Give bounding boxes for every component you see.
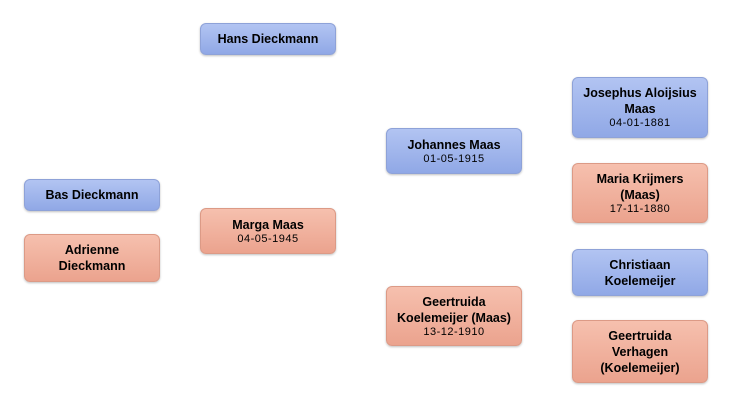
person-josephus-maas[interactable]: Josephus Aloijsius Maas 04-01-1881	[572, 77, 708, 138]
person-name: Marga Maas	[232, 217, 304, 232]
person-name: Christiaan Koelemeijer	[604, 257, 676, 288]
person-geertruida-koelemeijer[interactable]: Geertruida Koelemeijer (Maas) 13-12-1910	[386, 286, 522, 346]
person-name: Adrienne Dieckmann	[58, 243, 126, 273]
person-date: 01-05-1915	[423, 152, 485, 165]
person-date: 04-01-1881	[609, 117, 671, 129]
person-name: Bas Dieckmann	[45, 188, 139, 202]
person-geertruida-verhagen[interactable]: Geertruida Verhagen (Koelemeijer)	[572, 320, 708, 383]
person-name: Maria Krijmers (Maas)	[596, 171, 684, 202]
person-name: Josephus Aloijsius Maas	[583, 86, 697, 116]
person-christiaan-koelemeijer[interactable]: Christiaan Koelemeijer	[572, 249, 708, 296]
person-maria-krijmers[interactable]: Maria Krijmers (Maas) 17-11-1880	[572, 163, 708, 223]
person-date: 13-12-1910	[423, 325, 485, 338]
person-marga-maas[interactable]: Marga Maas 04-05-1945	[200, 208, 336, 254]
person-johannes-maas[interactable]: Johannes Maas 01-05-1915	[386, 128, 522, 174]
person-name: Johannes Maas	[407, 137, 501, 152]
person-hans-dieckmann[interactable]: Hans Dieckmann	[200, 23, 336, 55]
person-name: Hans Dieckmann	[217, 32, 319, 46]
person-date: 04-05-1945	[237, 232, 299, 245]
person-bas-dieckmann[interactable]: Bas Dieckmann	[24, 179, 160, 211]
person-date: 17-11-1880	[609, 202, 671, 215]
person-name: Geertruida Koelemeijer (Maas)	[397, 294, 511, 325]
person-adrienne-dieckmann[interactable]: Adrienne Dieckmann	[24, 234, 160, 282]
person-name: Geertruida Verhagen (Koelemeijer)	[600, 328, 680, 375]
